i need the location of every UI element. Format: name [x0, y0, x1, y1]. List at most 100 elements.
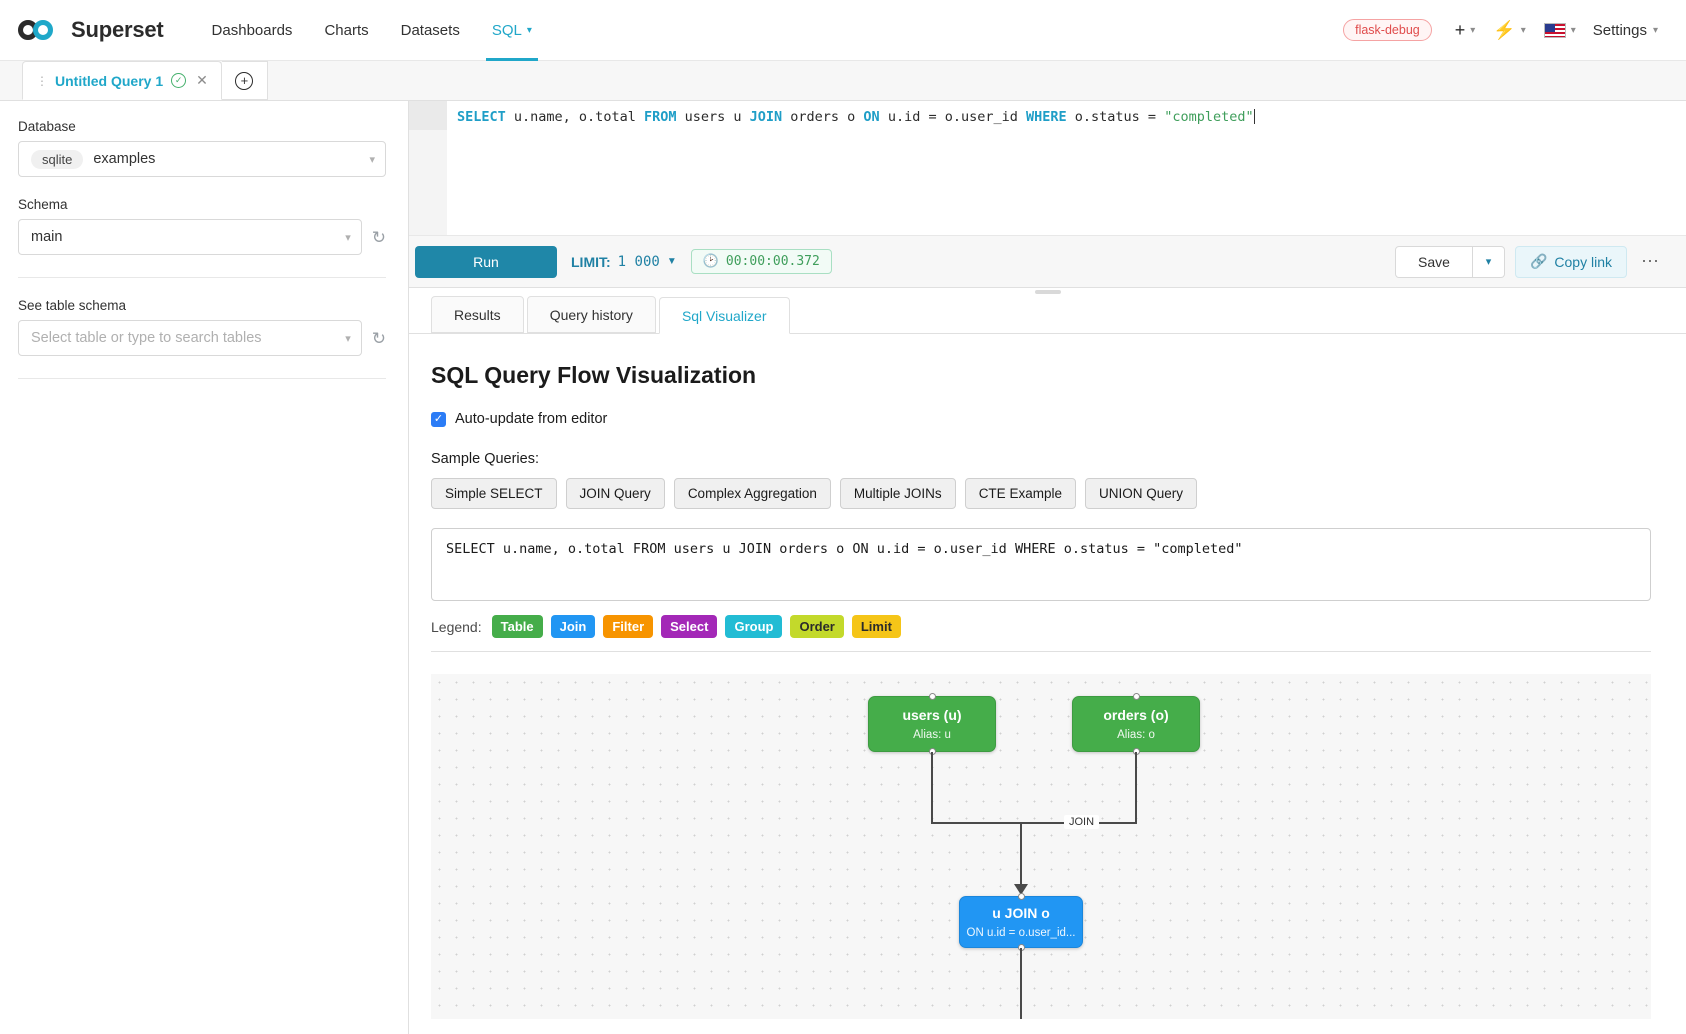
nav-item-datasets[interactable]: Datasets	[385, 0, 476, 61]
chevron-down-icon: ▾	[526, 24, 532, 36]
brand[interactable]: Superset	[18, 17, 164, 43]
legend-chip-limit: Limit	[851, 615, 901, 638]
sidebar-divider	[18, 277, 386, 278]
schema-value: main	[31, 229, 63, 245]
copy-link-button[interactable]: 🔗 Copy link	[1514, 245, 1627, 278]
language-button[interactable]: ▾	[1537, 18, 1583, 43]
sample-button-complex-aggregation[interactable]: Complex Aggregation	[673, 478, 831, 509]
edge-to-join	[1020, 822, 1022, 889]
save-dropdown-button[interactable]: ▾	[1472, 245, 1505, 278]
tab-sql-visualizer[interactable]: Sql Visualizer	[658, 297, 790, 334]
sample-button-union-query[interactable]: UNION Query	[1084, 478, 1197, 509]
limit-dropdown[interactable]: LIMIT: 1 000 ▼	[571, 254, 677, 270]
legend-chip-group: Group	[725, 615, 783, 638]
nav-item-dashboards-label: Dashboards	[211, 21, 293, 39]
legend-chip-filter: Filter	[603, 615, 654, 638]
legend-chip-join: Join	[550, 615, 596, 638]
chevron-down-icon: ▼	[666, 256, 677, 267]
table-placeholder: Select table or type to search tables	[31, 330, 262, 346]
tab-sql-visualizer-label: Sql Visualizer	[681, 307, 767, 324]
nav-item-sql-label: SQL	[491, 21, 522, 39]
chevron-down-icon: ▾	[369, 153, 375, 166]
left-sidebar: Database sqlite examples ▾ Schema main ▾…	[0, 101, 409, 1034]
sample-query-buttons: Simple SELECT JOIN Query Complex Aggrega…	[431, 478, 1651, 509]
query-input[interactable]	[431, 528, 1651, 601]
sample-button-cte-example[interactable]: CTE Example	[964, 478, 1076, 509]
sql-token-table1: users u	[676, 109, 750, 125]
chevron-down-icon: ▾	[1652, 24, 1658, 36]
refresh-schema-icon[interactable]: ↻	[371, 227, 386, 247]
edge-horizontal	[931, 822, 1137, 824]
sample-button-join-query[interactable]: JOIN Query	[565, 478, 665, 509]
nav-item-dashboards[interactable]: Dashboards	[196, 0, 309, 61]
more-options-icon[interactable]: ⋯	[1641, 251, 1660, 271]
link-icon: 🔗	[1529, 253, 1548, 269]
sample-button-simple-select[interactable]: Simple SELECT	[431, 478, 557, 509]
flow-node-users-alias: Alias: u	[913, 729, 951, 741]
save-button[interactable]: Save	[1395, 245, 1473, 278]
sql-token-predicate: o.status =	[1066, 109, 1165, 125]
auto-update-row: ✓ Auto-update from editor	[431, 411, 1651, 427]
sql-token-columns: u.name, o.total	[505, 109, 644, 125]
database-engine-pill: sqlite	[31, 149, 84, 169]
nav-item-sql[interactable]: SQL ▾	[476, 0, 548, 61]
refresh-tables-icon[interactable]: ↻	[371, 328, 386, 348]
page-title: SQL Query Flow Visualization	[431, 362, 757, 388]
copy-link-label: Copy link	[1554, 253, 1612, 270]
flow-node-orders[interactable]: orders (o) Alias: o	[1072, 693, 1200, 755]
flow-node-join-title: u JOIN o	[992, 905, 1050, 921]
lightning-bolt-icon: ⚡	[1493, 19, 1516, 40]
edge-users-down	[931, 752, 933, 823]
schema-row: main ▾ ↻	[18, 219, 386, 255]
pane-resize-handle[interactable]	[1034, 290, 1061, 294]
legend: Legend: Table Join Filter Select Group O…	[431, 601, 1651, 652]
edge-join-down	[1020, 948, 1022, 1019]
sql-token-table2: orders o	[782, 109, 864, 125]
close-icon[interactable]: ✕	[196, 72, 208, 88]
query-tab-untitled-query-1[interactable]: ⋮ Untitled Query 1 ✓ ✕	[22, 61, 222, 100]
sql-editor[interactable]: 1 SELECT u.name, o.total FROM users u JO…	[409, 101, 1686, 236]
add-query-tab-button[interactable]: +	[221, 61, 268, 100]
toolbar-right: Save ▾ 🔗 Copy link ⋯	[1395, 245, 1664, 278]
sample-button-multiple-joins[interactable]: Multiple JOINs	[839, 478, 956, 509]
settings-menu[interactable]: Settings ▾	[1587, 22, 1664, 39]
edge-label-join: JOIN	[1064, 815, 1100, 829]
active-line-gutter-highlight	[409, 101, 447, 130]
new-item-button[interactable]: + ▾	[1448, 15, 1483, 46]
auto-update-label: Auto-update from editor	[455, 411, 608, 427]
sql-token-where: WHERE	[1026, 109, 1067, 125]
schema-select[interactable]: main ▾	[18, 219, 362, 255]
edge-orders-down	[1135, 752, 1137, 823]
bolt-menu-button[interactable]: ⚡ ▾	[1486, 15, 1532, 46]
editor-code[interactable]: SELECT u.name, o.total FROM users u JOIN…	[447, 101, 1686, 235]
node-handle-top[interactable]	[1017, 893, 1025, 900]
tab-results[interactable]: Results	[431, 296, 524, 333]
flow-canvas[interactable]: users (u) Alias: u orders (o) Alias: o	[431, 674, 1651, 1019]
drag-grip-icon[interactable]: ⋮	[36, 73, 48, 88]
tab-query-history[interactable]: Query history	[526, 296, 656, 333]
sql-token-on: ON	[863, 109, 880, 125]
node-handle-top[interactable]	[1132, 693, 1140, 700]
flow-node-users[interactable]: users (u) Alias: u	[868, 693, 996, 755]
table-select[interactable]: Select table or type to search tables ▾	[18, 320, 362, 356]
schema-label: Schema	[18, 197, 68, 212]
legend-chip-select: Select	[661, 615, 718, 638]
chevron-down-icon: ▾	[345, 332, 351, 345]
chevron-down-icon: ▾	[1570, 24, 1576, 36]
flask-debug-badge[interactable]: flask-debug	[1343, 19, 1432, 41]
run-button[interactable]: Run	[415, 245, 557, 278]
settings-label: Settings	[1592, 21, 1647, 39]
chevron-down-icon: ▾	[1485, 256, 1492, 268]
node-handle-top[interactable]	[928, 693, 936, 700]
text-cursor	[1253, 109, 1255, 124]
flow-node-join[interactable]: u JOIN o ON u.id = o.user_id...	[959, 893, 1083, 951]
database-select[interactable]: sqlite examples ▾	[18, 141, 386, 177]
save-group: Save ▾	[1395, 245, 1505, 278]
nav-item-charts[interactable]: Charts	[308, 0, 384, 61]
top-navbar: Superset Dashboards Charts Datasets SQL …	[0, 0, 1686, 61]
auto-update-checkbox[interactable]: ✓	[431, 411, 446, 427]
flow-node-users-title: users (u)	[902, 707, 962, 723]
sidebar-divider-2	[18, 378, 386, 379]
sql-token-join: JOIN	[749, 109, 783, 125]
